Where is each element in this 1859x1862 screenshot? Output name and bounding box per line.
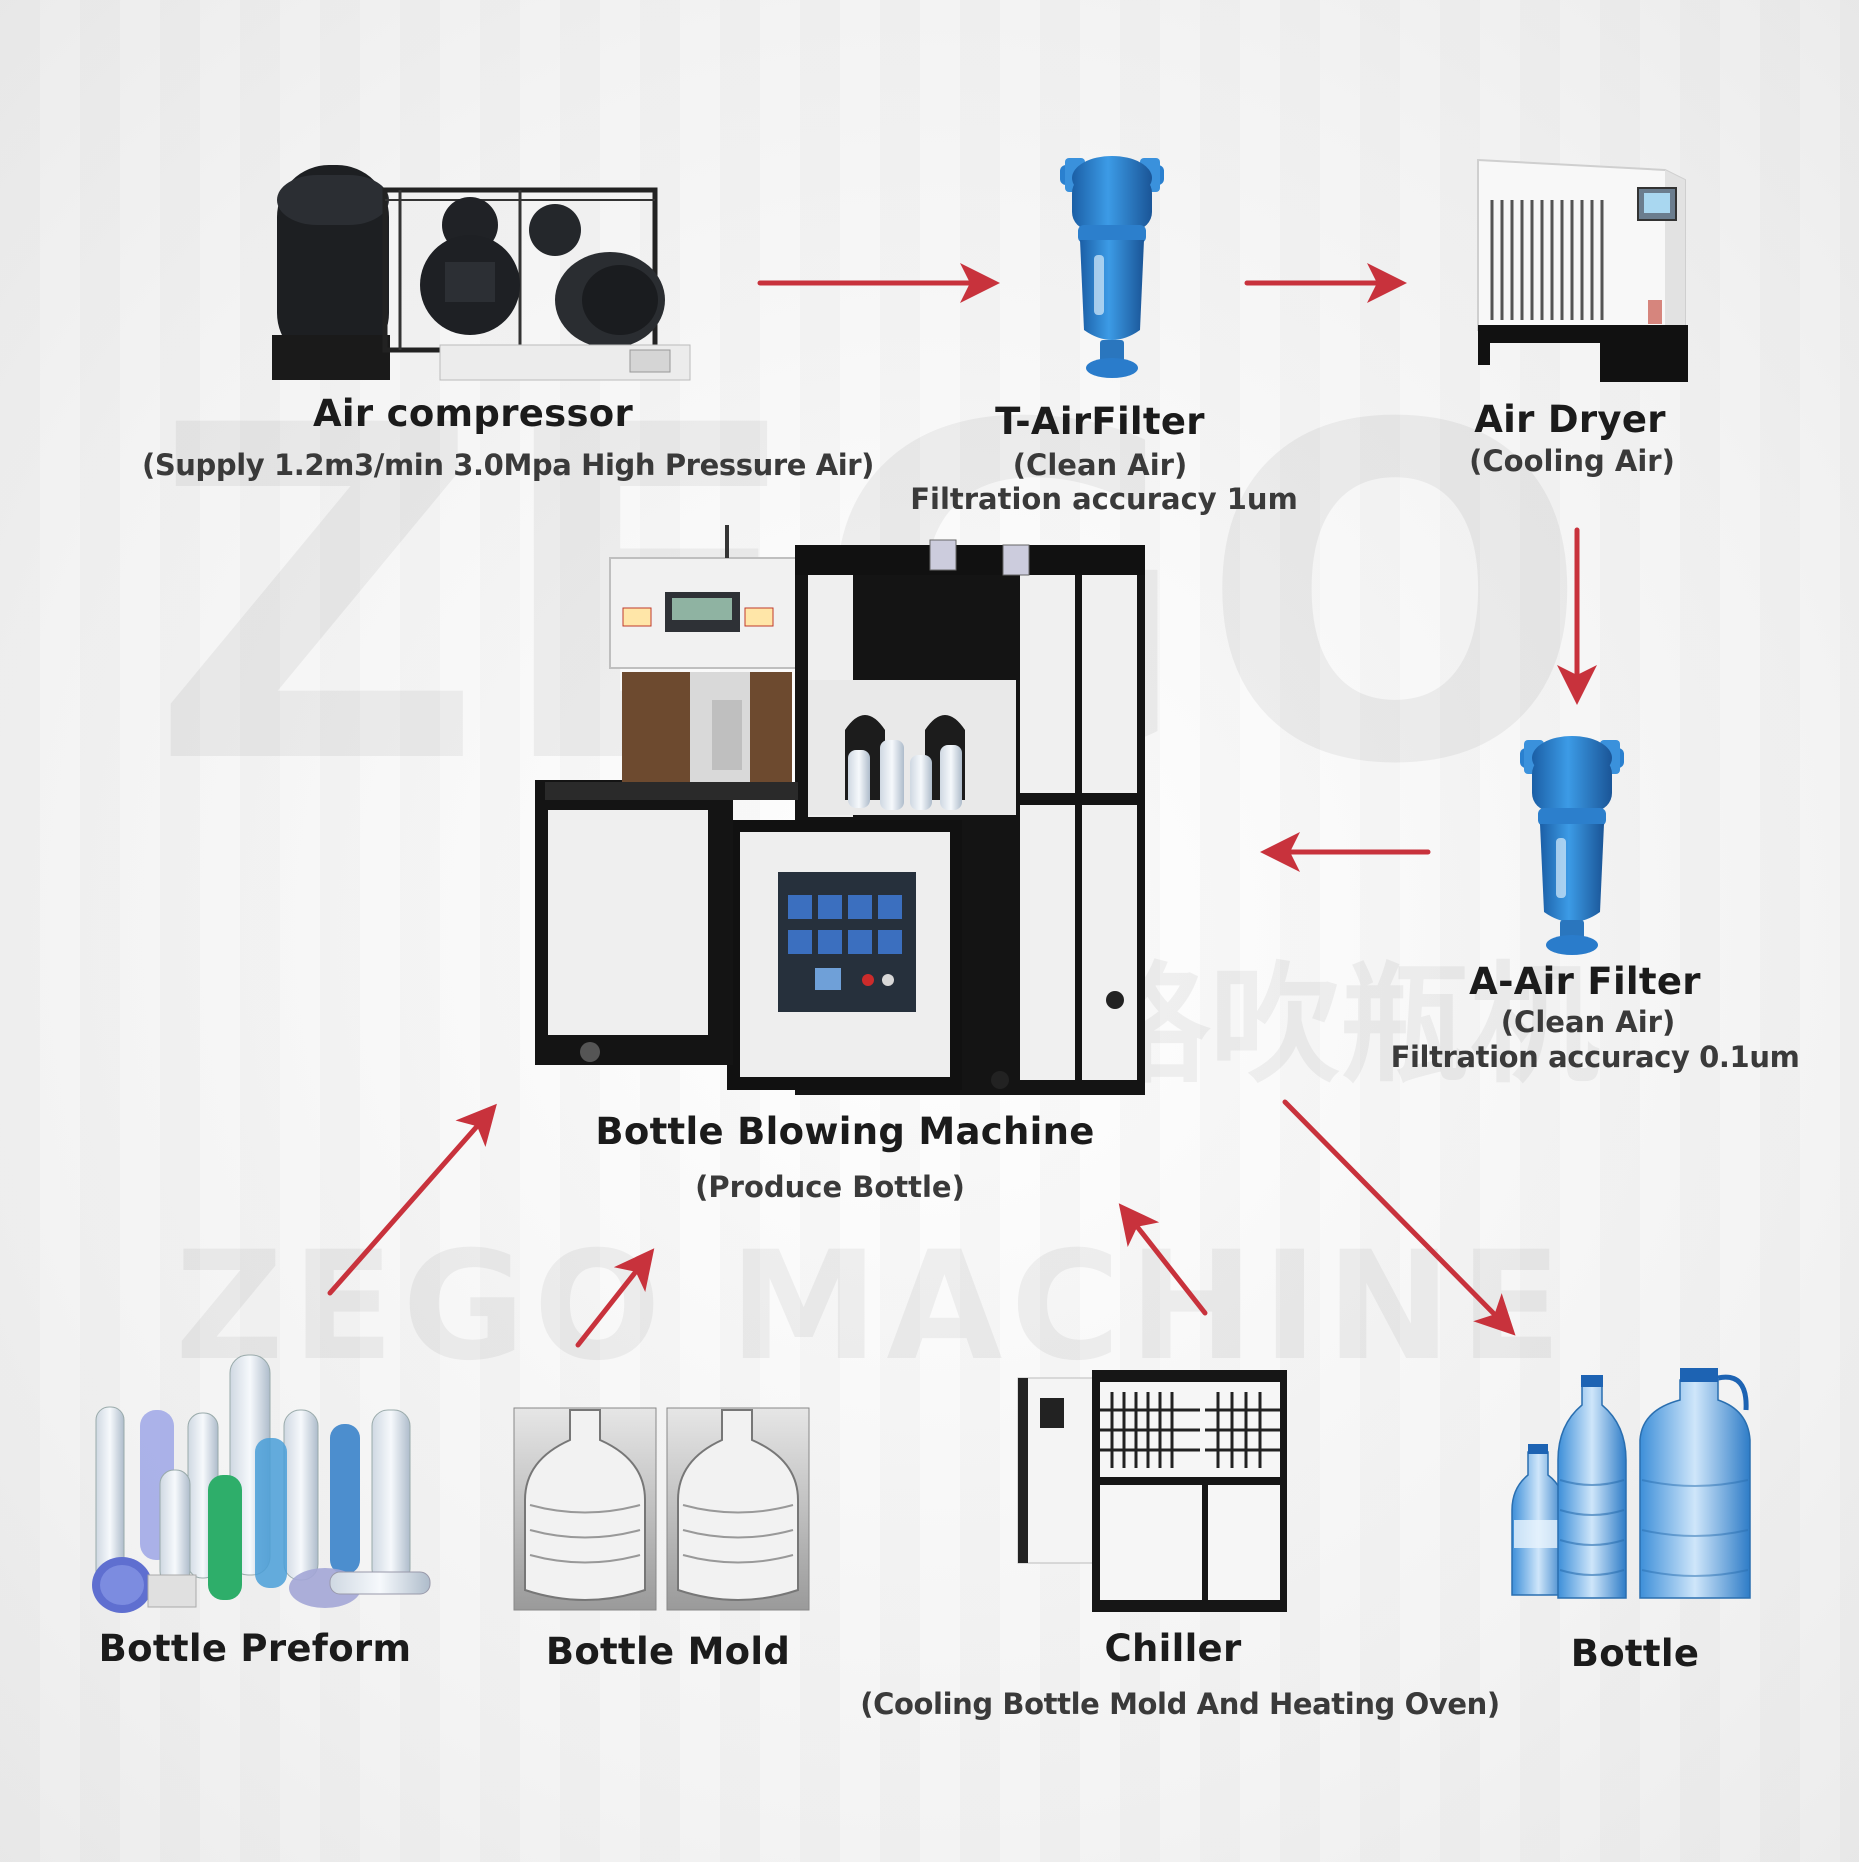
afilter-subtitle: (Clean Air) [1500,1005,1676,1039]
compressor-title: Air compressor [312,392,634,435]
afilter-title: A-Air Filter [1469,960,1701,1003]
chiller-subtitle: (Cooling Bottle Mold And Heating Oven) [860,1687,1500,1721]
air-compressor-icon [272,165,691,381]
a-airfilter-icon [1520,736,1624,955]
machine-subtitle: (Produce Bottle) [695,1170,965,1204]
tfilter-subtitle: (Clean Air) [1012,448,1188,482]
afilter-detail: Filtration accuracy 0.1um [1390,1040,1800,1074]
dryer-subtitle: (Cooling Air) [1469,444,1675,478]
arrow-chiller-to-machine [1118,1203,1208,1316]
t-airfilter-icon [1060,156,1164,378]
air-dryer-icon [1477,158,1688,382]
flow-arrows [327,263,1597,1348]
preform-title: Bottle Preform [98,1627,412,1670]
machine-title: Bottle Blowing Machine [595,1110,1095,1153]
watermark-cn: 格吹瓶机 [1080,949,1601,1101]
bottle-title: Bottle [1570,1632,1700,1675]
tfilter-detail: Filtration accuracy 1um [910,482,1298,516]
mold-icon [513,1407,810,1611]
bottle-icon [1511,1368,1751,1599]
mold-title: Bottle Mold [545,1630,791,1673]
tfilter-title: T-AirFilter [995,400,1205,443]
arrow-mold-to-machine [575,1248,655,1348]
compressor-subtitle: (Supply 1.2m3/min 3.0Mpa High Pressure A… [141,448,875,482]
chiller-icon [1017,1370,1287,1612]
blowing-machine-icon [535,525,1145,1095]
arrow-preform-to-machine [327,1103,497,1296]
watermark-name: ZEGO MACHINE [175,1220,1570,1394]
chiller-title: Chiller [1104,1627,1242,1670]
arrow-machine-to-bottle [1282,1099,1516,1336]
preform-icon [92,1354,431,1613]
dryer-title: Air Dryer [1474,398,1666,441]
